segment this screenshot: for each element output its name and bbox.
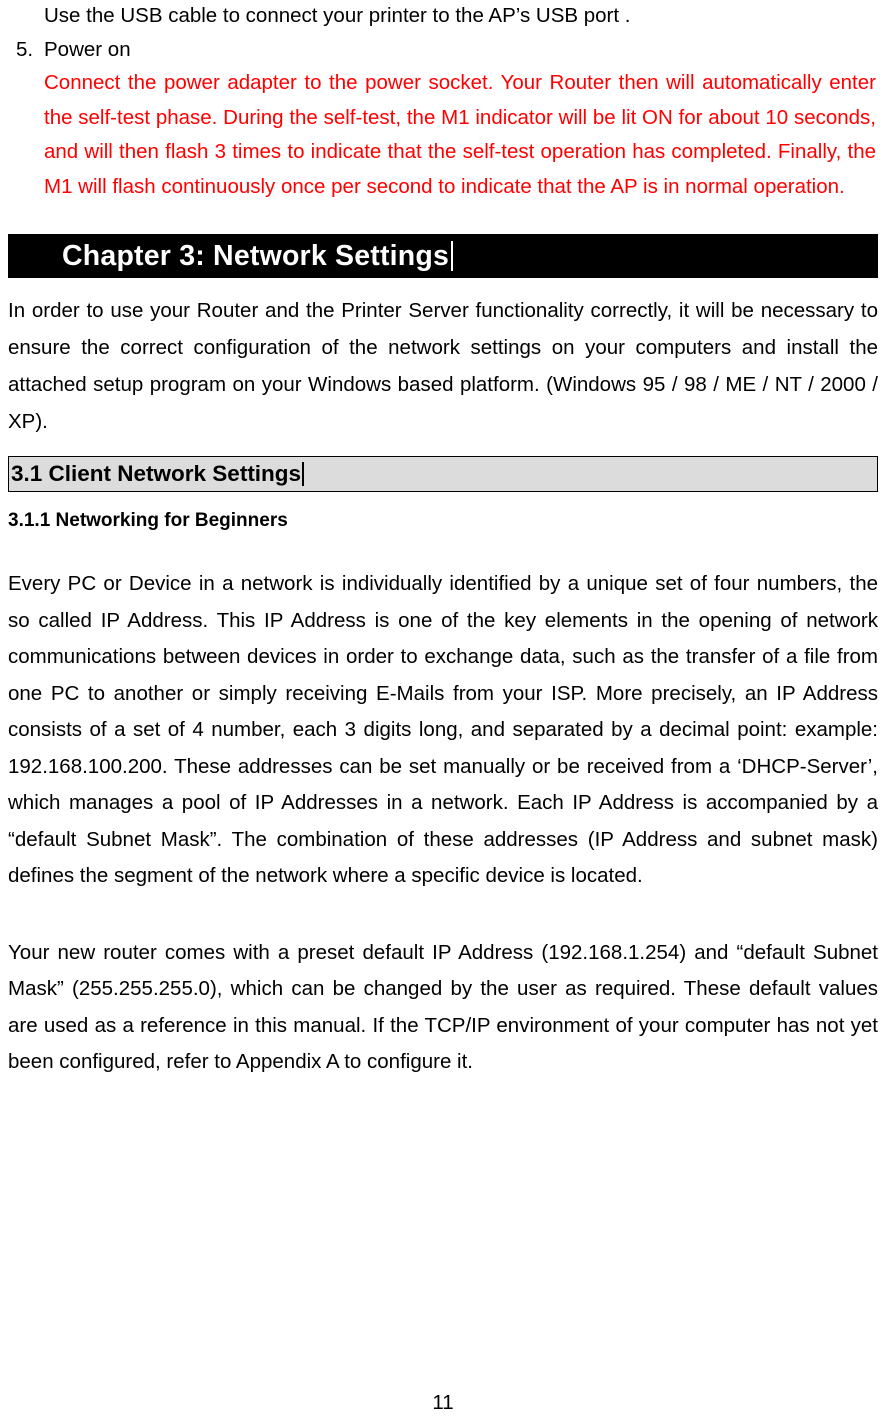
step-number: 5. xyxy=(16,38,34,61)
section-heading-bar: 3.1 Client Network Settings xyxy=(8,456,878,492)
section-heading-text: 3.1 Client Network Settings xyxy=(11,461,302,486)
step-label: Power on xyxy=(44,38,131,61)
chapter-intro-paragraph: In order to use your Router and the Prin… xyxy=(8,299,878,433)
chapter-heading-bar: Chapter 3: Network Settings xyxy=(8,234,878,278)
intro-block: Use the USB cable to connect your printe… xyxy=(8,0,878,204)
text-cursor-caret xyxy=(451,241,454,271)
power-on-red-text: Connect the power adapter to the power s… xyxy=(44,71,876,198)
page-number: 11 xyxy=(432,1391,454,1414)
subsection-heading: 3.1.1 Networking for Beginners xyxy=(8,510,288,531)
section-text-cursor-caret xyxy=(302,462,305,486)
paragraph-default-ip: Your new router comes with a preset defa… xyxy=(8,940,878,1074)
numbered-step: 5. Power on xyxy=(8,36,878,63)
spacer xyxy=(8,534,878,552)
power-on-red-paragraph: Connect the power adapter to the power s… xyxy=(8,66,878,204)
usb-instruction-line: Use the USB cable to connect your printe… xyxy=(44,4,631,27)
paragraph-networking-basics: Every PC or Device in a network is indiv… xyxy=(8,572,878,887)
chapter-heading-text: Chapter 3: Network Settings xyxy=(62,239,450,272)
spacer-2 xyxy=(8,895,878,921)
